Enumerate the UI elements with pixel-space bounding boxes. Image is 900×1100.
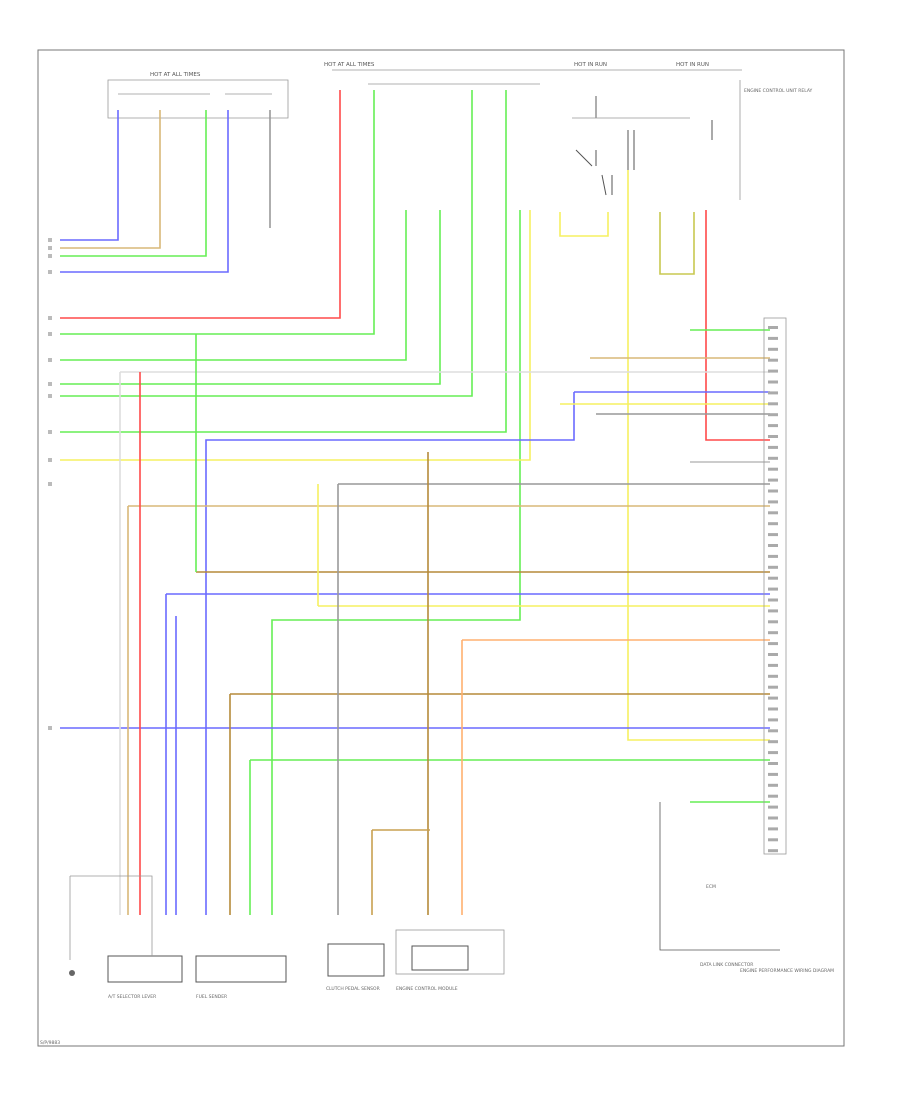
ecm-pin <box>768 380 778 384</box>
component-box-2 <box>195 955 287 983</box>
bottom-caption: ENGINE PERFORMANCE WIRING DIAGRAM <box>740 968 834 974</box>
ecm-pin <box>768 620 778 624</box>
component-5-label: ECM <box>706 884 716 890</box>
ecm-pin <box>768 435 778 438</box>
left-connector-pin <box>48 458 52 462</box>
ecm-pin <box>768 751 778 755</box>
ecm-pin <box>768 587 778 591</box>
left-connector-pin <box>48 430 52 434</box>
ecm-pin <box>768 772 778 776</box>
ecm-pin <box>768 511 778 515</box>
ecm-pin <box>768 827 778 831</box>
ecm-pin <box>768 609 778 613</box>
left-connector-pin <box>48 726 52 730</box>
ecm-pin <box>768 445 778 449</box>
ecm-pin <box>768 642 778 646</box>
ecm-pin <box>768 391 778 395</box>
ecm-pin <box>768 696 778 700</box>
ecm-pin <box>768 336 778 340</box>
ecm-pin <box>768 762 778 765</box>
ecm-pin <box>768 816 778 820</box>
component-4-label: ENGINE CONTROL MODULE <box>396 986 458 992</box>
ecm-pin <box>768 500 778 504</box>
top-fuse-area <box>107 69 742 200</box>
left-connector-pin <box>48 246 52 250</box>
relay-box-1-label: HOT AT ALL TIMES <box>324 62 375 68</box>
ecm-pin <box>768 424 778 428</box>
ecm-pin <box>768 576 778 580</box>
ecm-pin <box>768 794 778 798</box>
component-6-label: DATA LINK CONNECTOR <box>700 962 753 968</box>
ecm-pin <box>768 358 778 362</box>
ecm-pin <box>768 554 778 558</box>
relay-box-2-label: HOT IN RUN <box>574 62 607 68</box>
left-connector-pin <box>48 482 52 486</box>
wires-ecm-horizontal <box>60 329 770 915</box>
ecm-pin <box>768 674 778 678</box>
bottom-components <box>69 875 505 983</box>
ecm-pin <box>768 598 778 602</box>
ecm-pin <box>768 326 778 329</box>
relay-switch-symbols <box>575 120 713 196</box>
ecm-pin <box>768 489 778 493</box>
ecm-pin <box>768 478 778 482</box>
ecm-pin <box>768 369 778 373</box>
ecm-pin <box>768 805 778 809</box>
ecm-pin <box>768 740 778 744</box>
left-connector-pin <box>48 238 52 242</box>
ecm-pin <box>768 653 778 656</box>
ecm-pin <box>768 347 778 351</box>
ecm-pin <box>768 631 778 635</box>
ecm-pin <box>768 718 778 722</box>
left-connector-pin <box>48 270 52 274</box>
left-connector-pin <box>48 316 52 320</box>
ecm-pin <box>768 783 778 787</box>
ecm-pin <box>768 729 778 733</box>
component-box-4-inner <box>411 945 469 971</box>
ecm-pin <box>768 565 778 569</box>
relay-box-3-label: HOT IN RUN <box>676 62 709 68</box>
footer-code: S/P/9883 <box>40 1040 60 1046</box>
diagram-frame <box>37 49 845 1047</box>
left-connector-marks <box>48 238 52 730</box>
engine-note-label: ENGINE CONTROL UNIT RELAY <box>744 88 813 94</box>
fuse-block-label: HOT AT ALL TIMES <box>150 72 201 78</box>
component-1-label: A/T SELECTOR LEVER <box>108 994 156 1000</box>
ecm-pin <box>768 663 778 667</box>
ecm-pin <box>768 544 778 547</box>
ecm-pin <box>768 707 778 711</box>
component-box-3 <box>327 943 385 977</box>
component-3-label: CLUTCH PEDAL SENSOR <box>326 986 380 992</box>
wires-top-feeds <box>60 90 770 915</box>
wires-bottom-drops <box>119 334 780 951</box>
ecm-pin <box>768 456 778 460</box>
component-box-1 <box>107 955 183 983</box>
ecm-pin <box>768 413 778 417</box>
left-connector-pin <box>48 332 52 336</box>
ecm-pin <box>768 838 778 842</box>
component-box-4 <box>395 929 505 975</box>
ecm-pin <box>768 685 778 689</box>
left-connector-pin <box>48 394 52 398</box>
ecm-connector-column <box>763 317 787 855</box>
ecm-pin <box>768 467 778 471</box>
left-connector-pin <box>48 382 52 386</box>
component-2-label: FUEL SENDER <box>196 994 227 1000</box>
ecm-pin <box>768 849 778 853</box>
ecm-pin <box>768 402 778 406</box>
ecm-pin <box>768 533 778 537</box>
ecm-pin <box>768 522 778 526</box>
left-connector-pin <box>48 358 52 362</box>
left-connector-pin <box>48 254 52 258</box>
